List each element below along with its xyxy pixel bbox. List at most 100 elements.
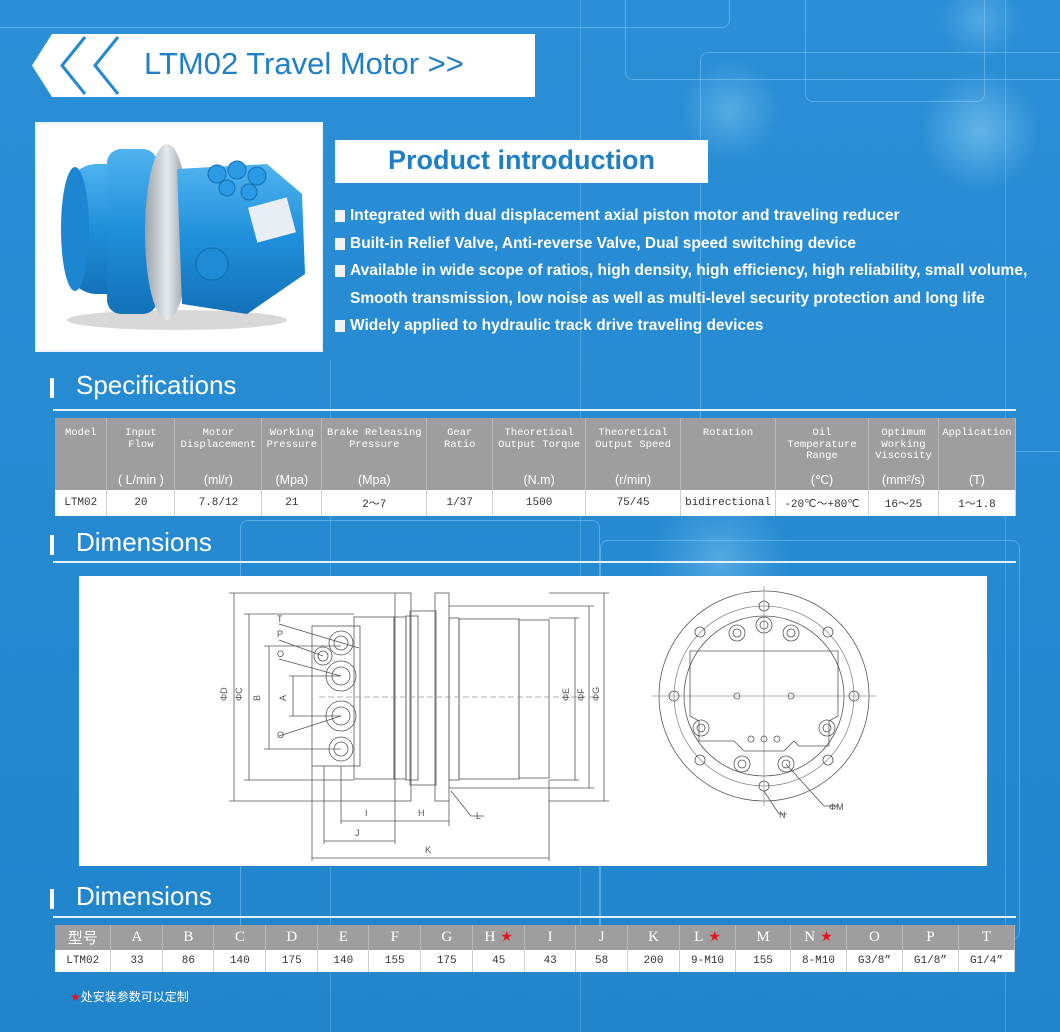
- section-divider: [53, 561, 1016, 563]
- star-icon: ★: [70, 990, 81, 1004]
- svg-text:B: B: [252, 695, 262, 701]
- dims-cell: 155: [368, 950, 422, 972]
- dims-col-c: C: [213, 925, 267, 950]
- spec-col-viscosity: Optimum Working Viscosity(mm²/s): [868, 418, 939, 490]
- side-view: ΦD ΦC B A T P O O ΦE ΦF ΦG I H J K L: [219, 592, 609, 861]
- spec-cell: 21: [261, 490, 323, 516]
- circuit-decoration: [1005, 0, 1006, 1032]
- dims-col-i: I: [524, 925, 577, 950]
- dims-col-j: J: [575, 925, 629, 950]
- square-bullet-icon: [335, 320, 345, 332]
- dims-cell: 8-M10: [790, 950, 847, 972]
- dims-col-k: K: [627, 925, 681, 950]
- spec-cell: LTM02: [55, 490, 108, 516]
- dims-cell: 58: [575, 950, 629, 972]
- dims-cell: LTM02: [55, 950, 112, 972]
- dims-cell: G3/8”: [846, 950, 903, 972]
- spec-cell: 1/37: [426, 490, 494, 516]
- square-bullet-icon: [335, 210, 345, 222]
- dims-cell: 155: [735, 950, 791, 972]
- technical-drawing-icon: ΦD ΦC B A T P O O ΦE ΦF ΦG I H J K L: [219, 586, 876, 861]
- dims-col-a: A: [110, 925, 164, 950]
- dims-col-e: E: [317, 925, 370, 950]
- title-banner: LTM02 Travel Motor >>: [32, 34, 535, 97]
- intro-bullet-list: Integrated with dual displacement axial …: [334, 202, 1054, 340]
- spec-cell: bidirectional: [680, 490, 777, 516]
- svg-text:ΦG: ΦG: [591, 687, 601, 701]
- heading-bar-icon: [50, 535, 54, 555]
- spec-col-application: Application(T): [938, 418, 1017, 490]
- spec-col-input-flow: Input Flow( L/min ): [106, 418, 176, 490]
- intro-bullet: Integrated with dual displacement axial …: [334, 202, 1054, 230]
- spec-col-motor-displacement: Motor Displacement(ml/r): [174, 418, 263, 490]
- svg-text:L: L: [476, 811, 481, 821]
- dims-col-g: G: [420, 925, 474, 950]
- svg-text:P: P: [277, 629, 283, 639]
- customization-footnote: ★处安装参数可以定制: [70, 990, 189, 1004]
- svg-text:H: H: [418, 808, 425, 818]
- svg-text:ΦF: ΦF: [576, 688, 586, 701]
- svg-text:T: T: [277, 614, 283, 624]
- svg-text:K: K: [425, 845, 431, 855]
- dims-cell: 9-M10: [679, 950, 737, 972]
- dims-col-m: M: [735, 925, 791, 950]
- star-icon: ★: [500, 930, 513, 945]
- table-row: LTM02 20 7.8/12 21 2～7 1/37 1500 75/45 b…: [55, 490, 1017, 516]
- dims-col-model: 型号: [55, 925, 112, 950]
- spec-col-working-pressure: Working Pressure(Mpa): [261, 418, 323, 490]
- svg-text:ΦE: ΦE: [561, 688, 571, 701]
- dimension-drawing: ΦD ΦC B A T P O O ΦE ΦF ΦG I H J K L: [79, 576, 987, 866]
- spec-cell: 7.8/12: [174, 490, 263, 516]
- product-photo: [35, 122, 323, 352]
- section-divider: [53, 409, 1016, 411]
- travel-motor-image: [61, 144, 305, 330]
- dimensions-table: 型号 A B C D E F G H★ I J K L★ M N★ O P T …: [55, 925, 1016, 972]
- circuit-decoration: [0, 0, 730, 28]
- intro-bullet: Widely applied to hydraulic track drive …: [334, 312, 1054, 340]
- dims-cell: G1/8”: [902, 950, 959, 972]
- star-icon: ★: [708, 930, 721, 945]
- dims-cell: 140: [317, 950, 370, 972]
- spec-col-output-speed: Theoretical Output Speed(r/min): [585, 418, 682, 490]
- dims-cell: 175: [420, 950, 474, 972]
- square-bullet-icon: [335, 265, 345, 277]
- heading-bar-icon: [50, 889, 54, 909]
- spec-cell: 16～25: [868, 490, 939, 516]
- spec-col-output-torque: Theoretical Output Torque(N.m): [492, 418, 587, 490]
- dims-cell: 43: [524, 950, 577, 972]
- double-chevron-icon: [32, 34, 535, 97]
- circuit-decoration: [625, 0, 1060, 80]
- intro-title: Product introduction: [388, 145, 655, 175]
- intro-title-box: Product introduction: [335, 140, 708, 183]
- spec-cell: 1500: [492, 490, 587, 516]
- spec-col-model: Model: [55, 418, 108, 490]
- dims-cell: 200: [627, 950, 681, 972]
- svg-text:I: I: [365, 808, 368, 818]
- svg-text:A: A: [278, 695, 288, 701]
- dims-cell: 33: [110, 950, 164, 972]
- svg-text:O: O: [277, 730, 284, 740]
- dims-col-l: L★: [679, 925, 737, 950]
- dims-col-d: D: [265, 925, 319, 950]
- dims-col-b: B: [162, 925, 215, 950]
- circuit-decoration: [805, 0, 985, 102]
- spec-cell: -20℃～+80℃: [775, 490, 869, 516]
- star-icon: ★: [820, 930, 833, 945]
- dims-cell: 140: [213, 950, 267, 972]
- dims-cell: 86: [162, 950, 215, 972]
- spec-col-rotation: Rotation: [680, 418, 777, 490]
- dims-cell: 45: [472, 950, 526, 972]
- dims-col-o: O: [846, 925, 903, 950]
- svg-text:ΦC: ΦC: [234, 687, 244, 701]
- page-title: LTM02 Travel Motor >>: [144, 46, 464, 81]
- heading-bar-icon: [50, 378, 54, 398]
- spec-cell: 2～7: [321, 490, 428, 516]
- dims-cell: 175: [265, 950, 319, 972]
- spec-header-row: Model Input Flow( L/min ) Motor Displace…: [55, 418, 1017, 490]
- section-divider: [53, 916, 1016, 918]
- dims-col-h: H★: [472, 925, 526, 950]
- svg-text:ΦD: ΦD: [219, 687, 229, 701]
- spec-cell: 75/45: [585, 490, 682, 516]
- dims-col-n: N★: [790, 925, 847, 950]
- svg-text:O: O: [277, 649, 284, 659]
